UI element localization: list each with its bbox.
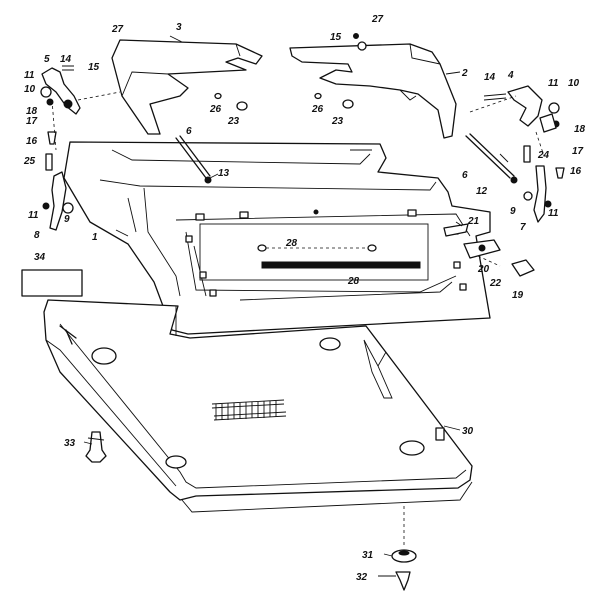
- plate-34: [21, 269, 83, 297]
- callout-7: 7: [520, 222, 526, 233]
- callout-14: 14: [484, 72, 496, 83]
- callout-10: 10: [568, 78, 580, 89]
- callout-26: 26: [311, 104, 324, 115]
- callout-30: 30: [462, 426, 474, 437]
- right-top-cover: [289, 33, 457, 139]
- foot-31-32: [391, 506, 417, 591]
- callout-27: 27: [111, 24, 124, 35]
- callout-21: 21: [467, 216, 480, 227]
- leader-lines: [83, 35, 509, 577]
- callout-9: 9: [510, 206, 516, 217]
- callout-17: 17: [572, 146, 584, 157]
- vent-slots: [211, 399, 287, 421]
- callout-18: 18: [574, 124, 586, 135]
- callout-2: 2: [461, 68, 468, 79]
- callout-11: 11: [548, 208, 559, 219]
- callout-23: 23: [331, 116, 344, 127]
- callout-6: 6: [462, 170, 468, 181]
- callout-16: 16: [26, 136, 38, 147]
- callout-24: 24: [537, 150, 550, 161]
- clips: [443, 223, 535, 277]
- callout-32: 32: [356, 572, 368, 583]
- left-mechanism: [40, 65, 121, 231]
- left-top-cover: [111, 39, 263, 135]
- callout-26: 26: [209, 104, 222, 115]
- callout-6: 6: [186, 126, 192, 137]
- callout-33: 33: [64, 438, 76, 449]
- callout-20: 20: [477, 264, 490, 275]
- callout-28: 28: [347, 276, 360, 287]
- callout-11: 11: [548, 78, 559, 89]
- callout-22: 22: [489, 278, 502, 289]
- callout-9: 9: [64, 214, 70, 225]
- callout-23: 23: [227, 116, 240, 127]
- callout-28: 28: [285, 238, 298, 249]
- callout-13: 13: [218, 168, 230, 179]
- foot-33: [85, 431, 107, 463]
- callout-11: 11: [24, 70, 35, 81]
- callout-27: 27: [371, 14, 384, 25]
- callout-25: 25: [23, 156, 36, 167]
- callout-34: 34: [34, 252, 46, 263]
- callout-11: 11: [28, 210, 39, 221]
- callout-18: 18: [26, 106, 38, 117]
- callout-15: 15: [88, 62, 100, 73]
- callout-31: 31: [362, 550, 374, 561]
- callout-17: 17: [26, 116, 38, 127]
- callout-3: 3: [176, 22, 182, 33]
- right-mechanism: [469, 85, 565, 223]
- callout-8: 8: [34, 230, 40, 241]
- callout-10: 10: [24, 84, 36, 95]
- callout-16: 16: [570, 166, 582, 177]
- top-frame: [63, 141, 491, 335]
- base-pan: [43, 299, 473, 513]
- callout-5: 5: [44, 54, 50, 65]
- callouts: 3 27 15 5 14 11 10 18 17 16 25 11 9 8 1 …: [23, 14, 586, 583]
- callout-4: 4: [507, 70, 514, 81]
- callout-14: 14: [60, 54, 72, 65]
- callout-15: 15: [330, 32, 342, 43]
- callout-19: 19: [512, 290, 524, 301]
- callout-12: 12: [476, 186, 488, 197]
- rods: [175, 133, 518, 184]
- callout-1: 1: [92, 232, 98, 243]
